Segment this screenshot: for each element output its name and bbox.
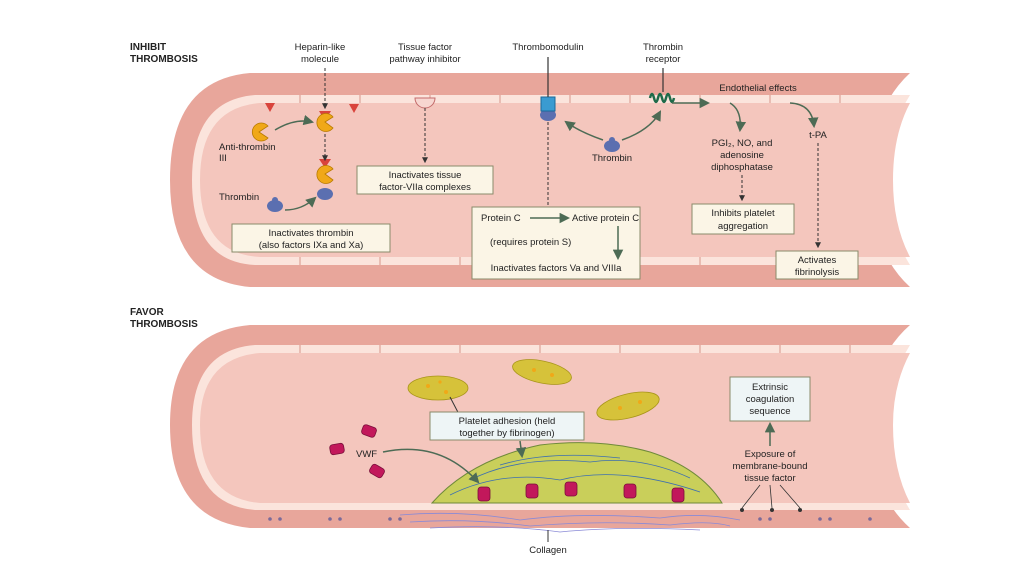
thrombus bbox=[430, 442, 723, 504]
inhibit-title-1: INHIBIT bbox=[130, 42, 166, 53]
box-inactivates-thrombin-line1: Inactivates thrombin bbox=[268, 228, 353, 239]
box-platelet-adhesion bbox=[429, 411, 585, 441]
box-inactivates-thrombin bbox=[231, 223, 391, 253]
thrombin-receptor-label-1: Thrombin bbox=[643, 42, 683, 53]
requires-protein-s-label: (requires protein S) bbox=[490, 237, 571, 248]
vwf-molecules bbox=[329, 424, 685, 503]
extrinsic-line3: sequence bbox=[749, 406, 790, 417]
endothelial-effects-label: Endothelial effects bbox=[719, 83, 797, 94]
box-inhibits-platelet-line1: Inhibits platelet bbox=[711, 208, 775, 219]
extrinsic-line2: coagulation bbox=[746, 394, 795, 405]
box-protein-c bbox=[471, 206, 641, 280]
antithrombin-label-1: Anti-thrombin bbox=[219, 142, 276, 153]
tfpi-label-2: pathway inhibitor bbox=[389, 54, 460, 65]
inactivates-va-viiia-label: Inactivates factors Va and VIIIa bbox=[491, 263, 622, 274]
box-inactivates-thrombin-line2: (also factors IXa and Xa) bbox=[259, 240, 364, 251]
active-protein-c-label: Active protein C bbox=[572, 213, 639, 224]
pgi-label-2: adenosine bbox=[720, 150, 764, 161]
thrombin-mid-label: Thrombin bbox=[592, 153, 632, 164]
vwf-label: VWF bbox=[356, 449, 377, 460]
platelet-adhesion-line2: together by fibrinogen) bbox=[459, 428, 554, 439]
pgi-label-1: PGI₂, NO, and bbox=[712, 138, 773, 149]
box-activates-fibrinolysis-line2: fibrinolysis bbox=[795, 267, 840, 278]
inhibit-title-2: THROMBOSIS bbox=[130, 54, 198, 65]
collagen-label: Collagen bbox=[529, 545, 567, 556]
box-activates-fibrinolysis-line1: Activates bbox=[798, 255, 837, 266]
fibrinogen-mesh bbox=[449, 454, 701, 496]
tpa-label: t-PA bbox=[809, 130, 827, 141]
box-activates-fibrinolysis bbox=[775, 250, 859, 280]
collagen-fibers bbox=[399, 512, 741, 533]
antithrombin-label-2: III bbox=[219, 153, 227, 164]
endothelial-nuclei bbox=[268, 517, 872, 521]
box-inhibits-platelet-line2: aggregation bbox=[718, 221, 768, 232]
favor-title-2: THROMBOSIS bbox=[130, 319, 198, 330]
antithrombin-icon bbox=[251, 113, 334, 184]
box-inactivates-tf bbox=[356, 165, 494, 195]
protein-c-label: Protein C bbox=[481, 213, 521, 224]
thrombin-receptor-icon bbox=[648, 92, 676, 104]
tfpi-icon bbox=[414, 97, 436, 109]
thrombin-left-label: Thrombin bbox=[219, 192, 259, 203]
box-inhibits-platelet bbox=[691, 203, 795, 235]
extrinsic-line1: Extrinsic bbox=[752, 382, 788, 393]
thrombin-icon bbox=[267, 109, 620, 212]
pgi-label-3: diphosphatase bbox=[711, 162, 773, 173]
box-inactivates-tf-line2: factor-VIIa complexes bbox=[379, 182, 471, 193]
platelets bbox=[407, 359, 660, 421]
thrombomodulin-icon bbox=[540, 96, 556, 112]
tissue-factor-dots bbox=[740, 508, 802, 512]
platelet-granules bbox=[426, 368, 642, 410]
box-inactivates-tf-line1: Inactivates tissue bbox=[389, 170, 462, 181]
heparin-label-2: molecule bbox=[301, 54, 339, 65]
platelet-adhesion-line1: Platelet adhesion (held bbox=[459, 416, 556, 427]
tissue-factor-pointers bbox=[741, 484, 801, 509]
exposure-line3: tissue factor bbox=[744, 473, 795, 484]
box-extrinsic bbox=[729, 376, 811, 422]
thrombin-receptor-label-2: receptor bbox=[646, 54, 681, 65]
tfpi-label-1: Tissue factor bbox=[398, 42, 452, 53]
heparin-label-1: Heparin-like bbox=[295, 42, 346, 53]
favor-title-1: FAVOR bbox=[130, 307, 164, 318]
exposure-line1: Exposure of bbox=[745, 449, 796, 460]
exposure-line2: membrane-bound bbox=[733, 461, 808, 472]
thrombomodulin-label: Thrombomodulin bbox=[512, 42, 583, 53]
